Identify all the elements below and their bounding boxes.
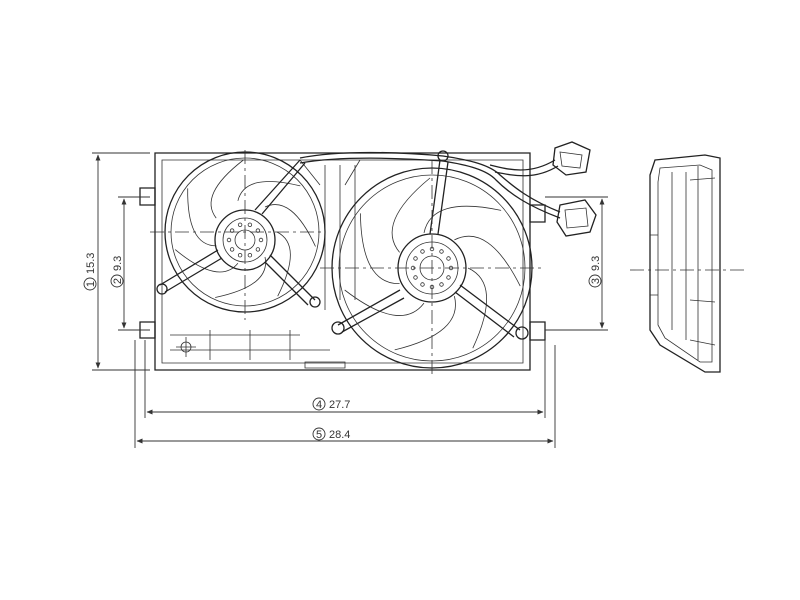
motor-hole	[237, 222, 243, 227]
fan-blade	[344, 289, 425, 316]
motor-hole	[413, 256, 418, 261]
dim-4-value: 27.7	[329, 399, 350, 411]
dimension-lines	[92, 152, 608, 448]
motor-hole	[446, 275, 451, 280]
crosshair-symbol	[176, 337, 196, 357]
dimension-label-3: 3 9.3	[588, 256, 602, 288]
fan-blade	[394, 296, 456, 351]
motor-hole	[413, 275, 418, 280]
fan-blade	[187, 188, 217, 247]
dim-3-number: 3	[590, 278, 602, 284]
dimension-label-1: 1 15.3	[83, 253, 97, 291]
motor-hole	[439, 282, 444, 287]
fan-blade	[237, 181, 301, 201]
motor-hole	[229, 228, 235, 233]
motor-hole	[420, 249, 425, 254]
motor-hole	[446, 256, 451, 261]
dim-5-number: 5	[316, 429, 322, 441]
upper-connector	[552, 141, 591, 176]
dimension-label-5: 5 28.4	[312, 427, 350, 441]
motor-hole	[255, 247, 261, 252]
fan-blade	[210, 159, 244, 219]
motor-hole	[226, 237, 232, 243]
dim-3-value: 9.3	[590, 256, 602, 271]
fan-blade	[423, 205, 502, 233]
side-view	[649, 154, 721, 373]
fan-blade	[276, 231, 291, 297]
motor-hole	[237, 252, 243, 258]
fan-blade	[454, 235, 521, 287]
motor-hole	[420, 282, 425, 287]
motor-hole	[247, 252, 253, 258]
fan-blade	[174, 249, 239, 273]
fan-shroud	[139, 152, 546, 371]
fan-blade	[215, 256, 267, 298]
lower-connector	[556, 199, 597, 237]
motor-hole	[247, 222, 253, 227]
dim-2-number: 2	[112, 278, 124, 284]
fan-blade	[264, 204, 316, 247]
dimension-label-2: 2 9.3	[110, 256, 124, 288]
dim-2-value: 9.3	[112, 256, 124, 271]
dim-4-number: 4	[316, 399, 322, 411]
motor-hole	[439, 249, 444, 254]
dim-1-number: 1	[85, 281, 97, 287]
dimension-label-4: 4 27.7	[312, 397, 350, 411]
right-fan-blades	[344, 177, 521, 351]
fan-blade	[391, 177, 431, 253]
dim-5-value: 28.4	[329, 429, 350, 441]
motor-hole	[258, 237, 264, 243]
centerlines	[150, 150, 745, 375]
wiring-harness	[299, 141, 597, 237]
motor-hole	[255, 228, 261, 233]
motor-hole	[229, 247, 235, 252]
dim-1-value: 15.3	[85, 253, 97, 274]
fan-blade	[360, 213, 400, 285]
fan-blade	[467, 267, 487, 349]
